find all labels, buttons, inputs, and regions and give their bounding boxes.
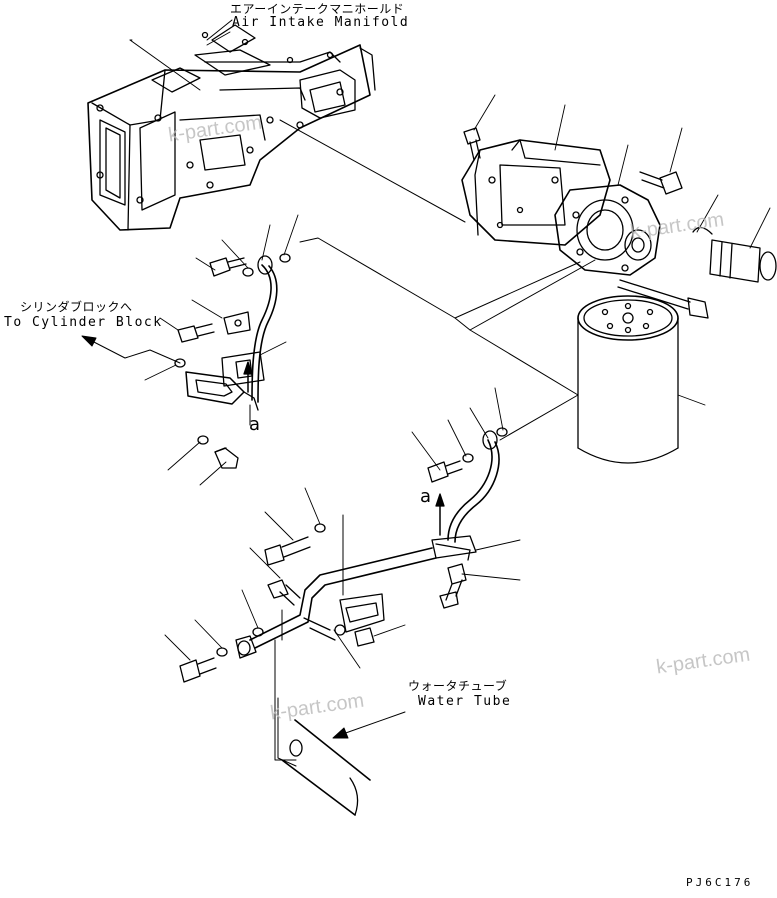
upper-tube-assembly — [186, 256, 277, 410]
to-cylinder-block-label-jp: シリンダブロックへ — [20, 300, 133, 314]
upper-eye-bolts-washers — [175, 254, 290, 468]
relief-valve-plug — [693, 227, 776, 282]
long-bolt — [618, 280, 708, 318]
air-intake-manifold — [88, 25, 375, 230]
water-tube — [278, 698, 370, 815]
bolt-filter-side — [640, 172, 682, 194]
filter-bracket — [462, 140, 610, 245]
air-intake-manifold-label-en: Air Intake Manifold — [232, 15, 410, 30]
oil-filter-cartridge — [578, 296, 678, 463]
water-tube-arrow — [333, 712, 405, 738]
filter-head — [555, 185, 660, 275]
bolt-filter-top — [464, 128, 480, 160]
water-tube-label-en: Water Tube — [418, 694, 512, 709]
drawing-code: PJ6C176 — [686, 876, 754, 889]
upper-view-arrow — [244, 362, 252, 392]
to-cylinder-block-leader — [82, 336, 180, 363]
leader-lines — [130, 32, 770, 668]
reference-lines — [250, 120, 595, 760]
lower-bolts-washers — [180, 428, 507, 682]
air-intake-leader — [207, 20, 232, 40]
lower-view-arrow — [436, 494, 444, 535]
air-intake-manifold-label-jp: エアーインテークマニホールド — [230, 2, 405, 16]
to-cylinder-block-label-en: To Cylinder Block — [4, 315, 163, 330]
view-marker-a-upper: a — [249, 414, 261, 435]
lower-tube-assembly — [236, 431, 499, 658]
water-tube-label-jp: ウォータチューブ — [408, 679, 508, 693]
view-marker-a-lower: a — [420, 486, 432, 507]
